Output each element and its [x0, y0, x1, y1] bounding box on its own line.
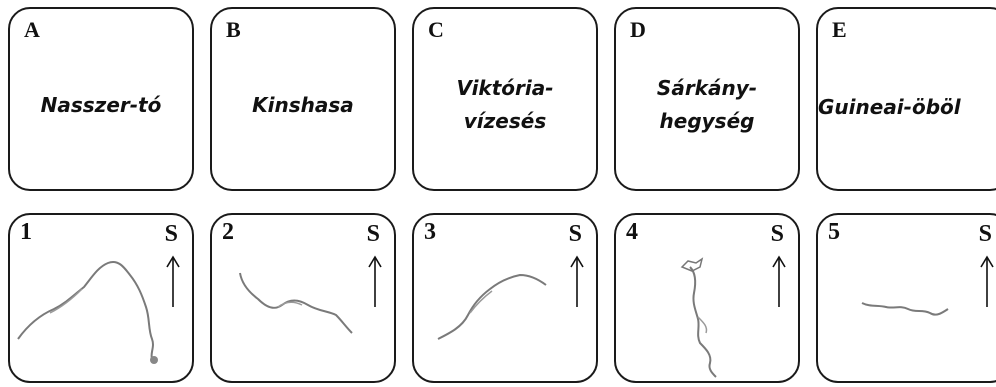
place-name-line: Viktória-	[456, 76, 554, 100]
north-arrow-icon	[570, 255, 584, 307]
river-map	[680, 257, 717, 378]
place-name-line: Nasszer-tó	[40, 93, 162, 117]
north-label: S	[770, 221, 784, 247]
map-card-1: 1 S	[8, 213, 194, 383]
place-name: Kinshasa	[212, 89, 394, 122]
place-card-a: A Nasszer-tó	[8, 7, 194, 191]
place-name: Viktória- vízesés	[414, 72, 596, 138]
map-number: 1	[20, 219, 32, 245]
place-card-b: B Kinshasa	[210, 7, 396, 191]
north-arrow-icon	[368, 255, 382, 307]
place-name: Nasszer-tó	[10, 89, 192, 122]
card-letter: D	[630, 17, 646, 42]
north-label: S	[568, 221, 582, 247]
north-label: S	[164, 221, 178, 247]
place-name-line: Guineai-öböl	[818, 95, 961, 119]
card-letter: C	[428, 17, 444, 42]
map-card-5: 5 S	[816, 213, 996, 383]
north-arrow-icon	[772, 255, 786, 307]
river-map	[437, 273, 547, 340]
place-name-line: Kinshasa	[252, 93, 354, 117]
map-card-2: 2 S	[210, 213, 396, 383]
map-card-4: 4 S	[614, 213, 800, 383]
map-number: 3	[424, 219, 436, 245]
river-map	[861, 302, 949, 316]
north-label: S	[978, 221, 992, 247]
map-number: 2	[222, 219, 234, 245]
place-name-line: vízesés	[463, 109, 547, 133]
north-arrow-icon	[980, 255, 994, 307]
north-label: S	[366, 221, 380, 247]
place-card-c: C Viktória- vízesés	[412, 7, 598, 191]
map-card-3: 3 S	[412, 213, 598, 383]
card-letter: E	[832, 17, 847, 42]
place-name-line: Sárkány-	[656, 76, 758, 100]
card-letter: A	[24, 17, 40, 42]
map-number: 4	[626, 219, 638, 245]
place-name: Guineai-öböl	[818, 91, 996, 124]
place-card-d: D Sárkány- hegység	[614, 7, 800, 191]
map-number: 5	[828, 219, 840, 245]
place-name: Sárkány- hegység	[616, 72, 798, 138]
river-map	[239, 272, 353, 334]
place-card-e: E Guineai-öböl	[816, 7, 996, 191]
north-arrow-icon	[166, 255, 180, 307]
card-letter: B	[226, 17, 241, 42]
river-map	[17, 261, 158, 364]
place-name-line: hegység	[659, 109, 755, 133]
